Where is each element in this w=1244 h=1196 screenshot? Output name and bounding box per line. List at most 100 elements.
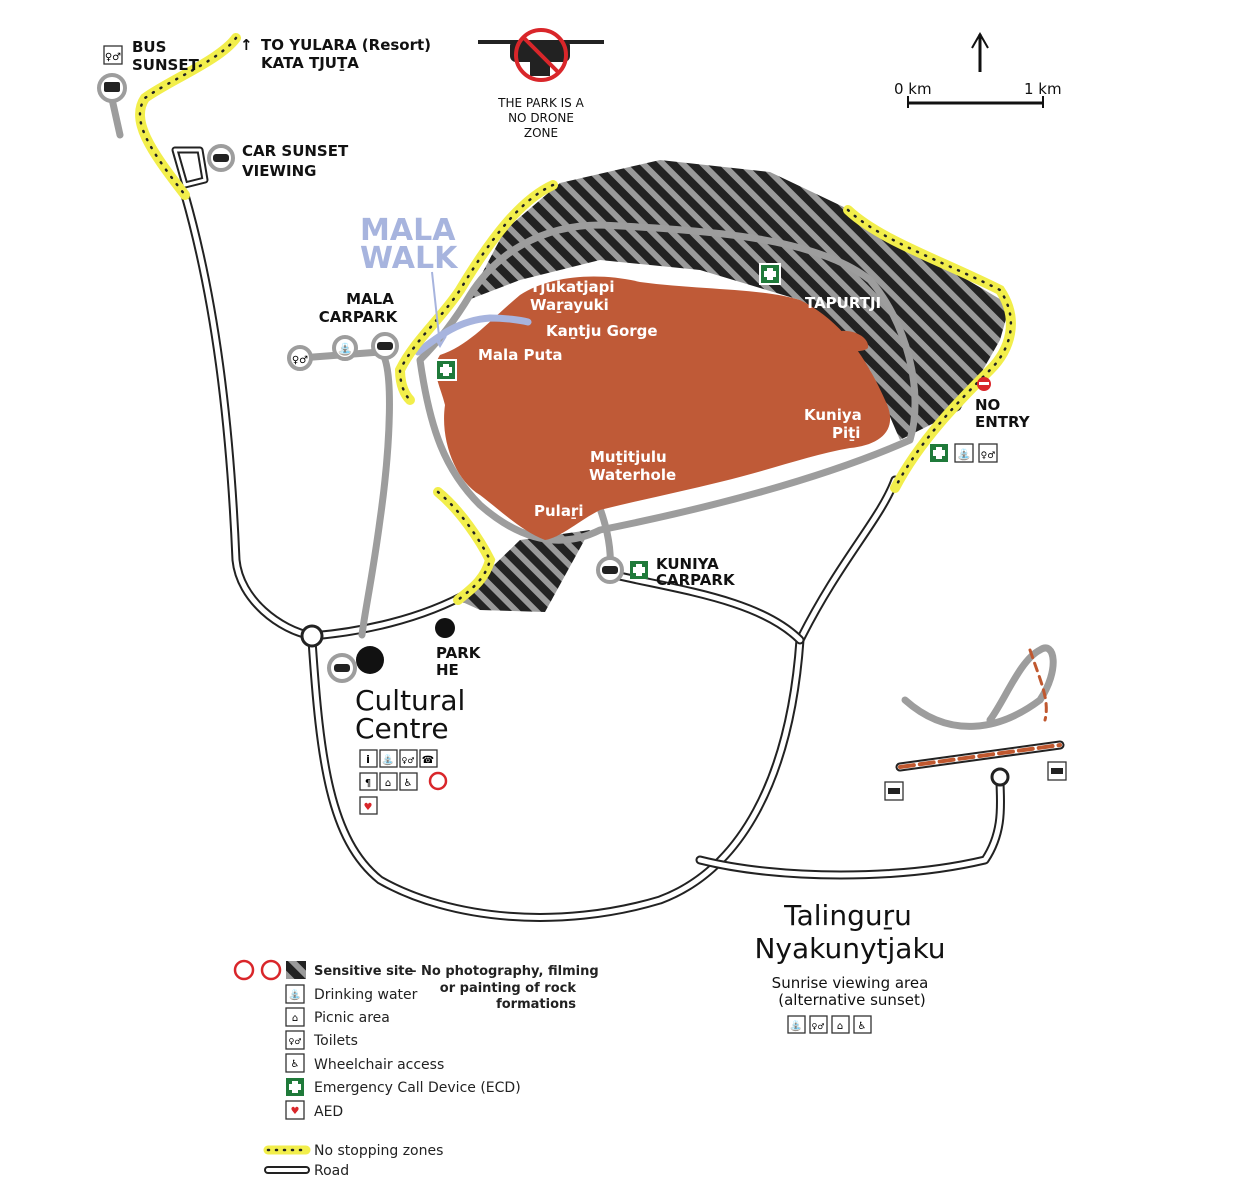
mala-carpark-label-2: CARPARK bbox=[319, 308, 399, 326]
walking-tracks bbox=[106, 86, 1057, 730]
mala-carpark-label-1: MALA bbox=[346, 290, 394, 308]
svg-text:♀♂: ♀♂ bbox=[811, 1022, 824, 1031]
svg-text:♀♂: ♀♂ bbox=[288, 1037, 301, 1046]
to-yulara-label-2: KATA TJUṮA bbox=[261, 54, 359, 72]
sensitive-zone-south bbox=[458, 530, 590, 612]
svg-text:⌂: ⌂ bbox=[837, 1021, 843, 1032]
north-arrow-icon bbox=[971, 31, 989, 72]
cultural-centre-marker bbox=[327, 646, 384, 683]
to-yulara-label-1: TO YULARA (Resort) bbox=[261, 36, 431, 54]
svg-text:⛲: ⛲ bbox=[790, 1019, 802, 1032]
park-he-label-2: HE bbox=[436, 661, 459, 679]
no-drone-icon bbox=[478, 28, 604, 82]
kuniya-piti-label-1: Kuniya bbox=[804, 406, 862, 424]
drone-label-2: NO DRONE bbox=[508, 111, 574, 125]
svg-text:♿: ♿ bbox=[291, 1059, 300, 1070]
drone-label-3: ZONE bbox=[524, 126, 558, 140]
bus-sunset-toilets-icon: ♀♂ bbox=[103, 45, 123, 65]
mutitjulu-label-1: Muṯitjulu bbox=[590, 448, 667, 466]
park-he-marker bbox=[435, 618, 455, 638]
legend-item-ecd: Emergency Call Device (ECD) bbox=[314, 1080, 521, 1096]
legend-sensitive-title: Sensitive site bbox=[314, 964, 414, 979]
talinguru-label-2: Nyakunytjaku bbox=[754, 932, 945, 965]
cultural-centre-facility-icons: i ⛲ ♀♂ ☎ ¶ ⌂ ♿ ♥ bbox=[359, 749, 448, 815]
tapurtji-label: TAPURTJI bbox=[805, 294, 881, 312]
bus-sunset-label-1: BUS bbox=[132, 38, 166, 56]
car-sunset-label-1: CAR SUNSET bbox=[242, 142, 349, 160]
svg-text:⛲: ⛲ bbox=[338, 342, 353, 356]
kuniya-piti-label-2: Piṯi bbox=[832, 424, 860, 442]
svg-text:⌂: ⌂ bbox=[385, 778, 391, 789]
no-entry-facilities-icons: ⛲ ♀♂ bbox=[930, 443, 998, 463]
svg-text:☎: ☎ bbox=[422, 755, 434, 766]
kuniya-carpark-label-1: KUNIYA bbox=[656, 555, 719, 573]
legend-item-wheelchair: Wheelchair access bbox=[314, 1057, 444, 1073]
sunrise-label-2: (alternative sunset) bbox=[778, 991, 925, 1009]
mala-walk-label-2: WALK bbox=[360, 241, 459, 276]
ecd-marker-mala bbox=[435, 359, 457, 381]
uluru-rock bbox=[435, 276, 891, 540]
mala-carpark-marker: ⛲ ♀♂ bbox=[287, 332, 399, 371]
scale-end-label: 1 km bbox=[1024, 80, 1062, 98]
svg-text:♀♂: ♀♂ bbox=[981, 451, 996, 461]
svg-text:⛲: ⛲ bbox=[957, 448, 971, 461]
cultural-centre-label-1: Cultural bbox=[355, 684, 465, 717]
car-sunset-marker bbox=[207, 144, 235, 172]
legend-sensitive-desc-1: – No photography, filming bbox=[410, 964, 599, 979]
tjukatjapi-label-1: Tjukatjapi bbox=[530, 278, 614, 296]
kantju-label: Kaṉtju Gorge bbox=[546, 322, 658, 340]
kuniya-carpark-marker bbox=[596, 556, 648, 584]
no-stopping-zones bbox=[135, 33, 1016, 605]
tjukatjapi-label-2: Waṟayuki bbox=[530, 296, 609, 314]
talinguru-parking-icons bbox=[884, 761, 1067, 801]
legend-sensitive-desc-3: formations bbox=[496, 997, 576, 1012]
svg-text:⛲: ⛲ bbox=[289, 988, 301, 1001]
pulari-label: Pulaṟi bbox=[534, 502, 583, 520]
talinguru-label-1: Talinguṟu bbox=[783, 899, 912, 932]
scale-bar bbox=[907, 96, 1044, 108]
svg-text:♿: ♿ bbox=[858, 1021, 867, 1032]
legend-item-picnic: Picnic area bbox=[314, 1010, 390, 1026]
to-yulara-arrow-icon: ↑ bbox=[240, 36, 253, 54]
svg-text:¶: ¶ bbox=[365, 778, 371, 789]
mala-puta-label: Mala Puta bbox=[478, 346, 563, 364]
svg-text:i: i bbox=[366, 753, 370, 766]
no-entry-icon bbox=[977, 377, 991, 391]
rock-outcrop-tapurtji bbox=[830, 330, 869, 352]
mutitjulu-label-2: Waterhole bbox=[589, 466, 676, 484]
legend-sensitive-desc-2: or painting of rock bbox=[440, 981, 577, 996]
car-sunset-label-2: VIEWING bbox=[242, 162, 316, 180]
park-he-label-1: PARK bbox=[436, 644, 482, 662]
sunrise-label-1: Sunrise viewing area bbox=[772, 974, 929, 992]
bus-sunset-marker bbox=[97, 73, 127, 103]
svg-text:⌂: ⌂ bbox=[292, 1013, 298, 1024]
roundabout bbox=[300, 624, 324, 648]
svg-text:♥: ♥ bbox=[291, 1106, 300, 1117]
talinguru-track bbox=[898, 648, 1062, 769]
svg-text:♀♂: ♀♂ bbox=[105, 52, 121, 63]
svg-text:⛲: ⛲ bbox=[382, 753, 394, 766]
bus-sunset-label-2: SUNSET bbox=[132, 56, 200, 74]
no-entry-label-1: NO bbox=[975, 396, 1000, 414]
roundabout-east bbox=[990, 767, 1010, 787]
legend-item-drinking-water: Drinking water bbox=[314, 987, 418, 1003]
no-entry-label-2: ENTRY bbox=[975, 413, 1031, 431]
svg-text:♥: ♥ bbox=[364, 802, 373, 813]
legend-no-stopping: No stopping zones bbox=[314, 1143, 443, 1159]
talinguru-facility-icons: ⛲ ♀♂ ⌂ ♿ bbox=[787, 1015, 872, 1034]
svg-text:♀♂: ♀♂ bbox=[292, 355, 308, 366]
legend: ⛲ ⌂ ♀♂ ♿ ♥ bbox=[233, 959, 311, 1174]
scale-start-label: 0 km bbox=[894, 80, 932, 98]
svg-text:♀♂: ♀♂ bbox=[401, 756, 414, 765]
mala-walk-pointer bbox=[431, 271, 447, 348]
legend-road: Road bbox=[314, 1163, 349, 1179]
ecd-marker-north bbox=[759, 263, 781, 285]
legend-item-toilets: Toilets bbox=[313, 1033, 358, 1049]
mala-walk-label-1: MALA bbox=[360, 213, 456, 248]
legend-item-aed: AED bbox=[314, 1104, 343, 1120]
drone-label-1: THE PARK IS A bbox=[497, 96, 584, 110]
svg-text:♿: ♿ bbox=[404, 778, 413, 789]
kuniya-carpark-label-2: CARPARK bbox=[656, 571, 736, 589]
cultural-centre-label-2: Centre bbox=[355, 712, 449, 745]
